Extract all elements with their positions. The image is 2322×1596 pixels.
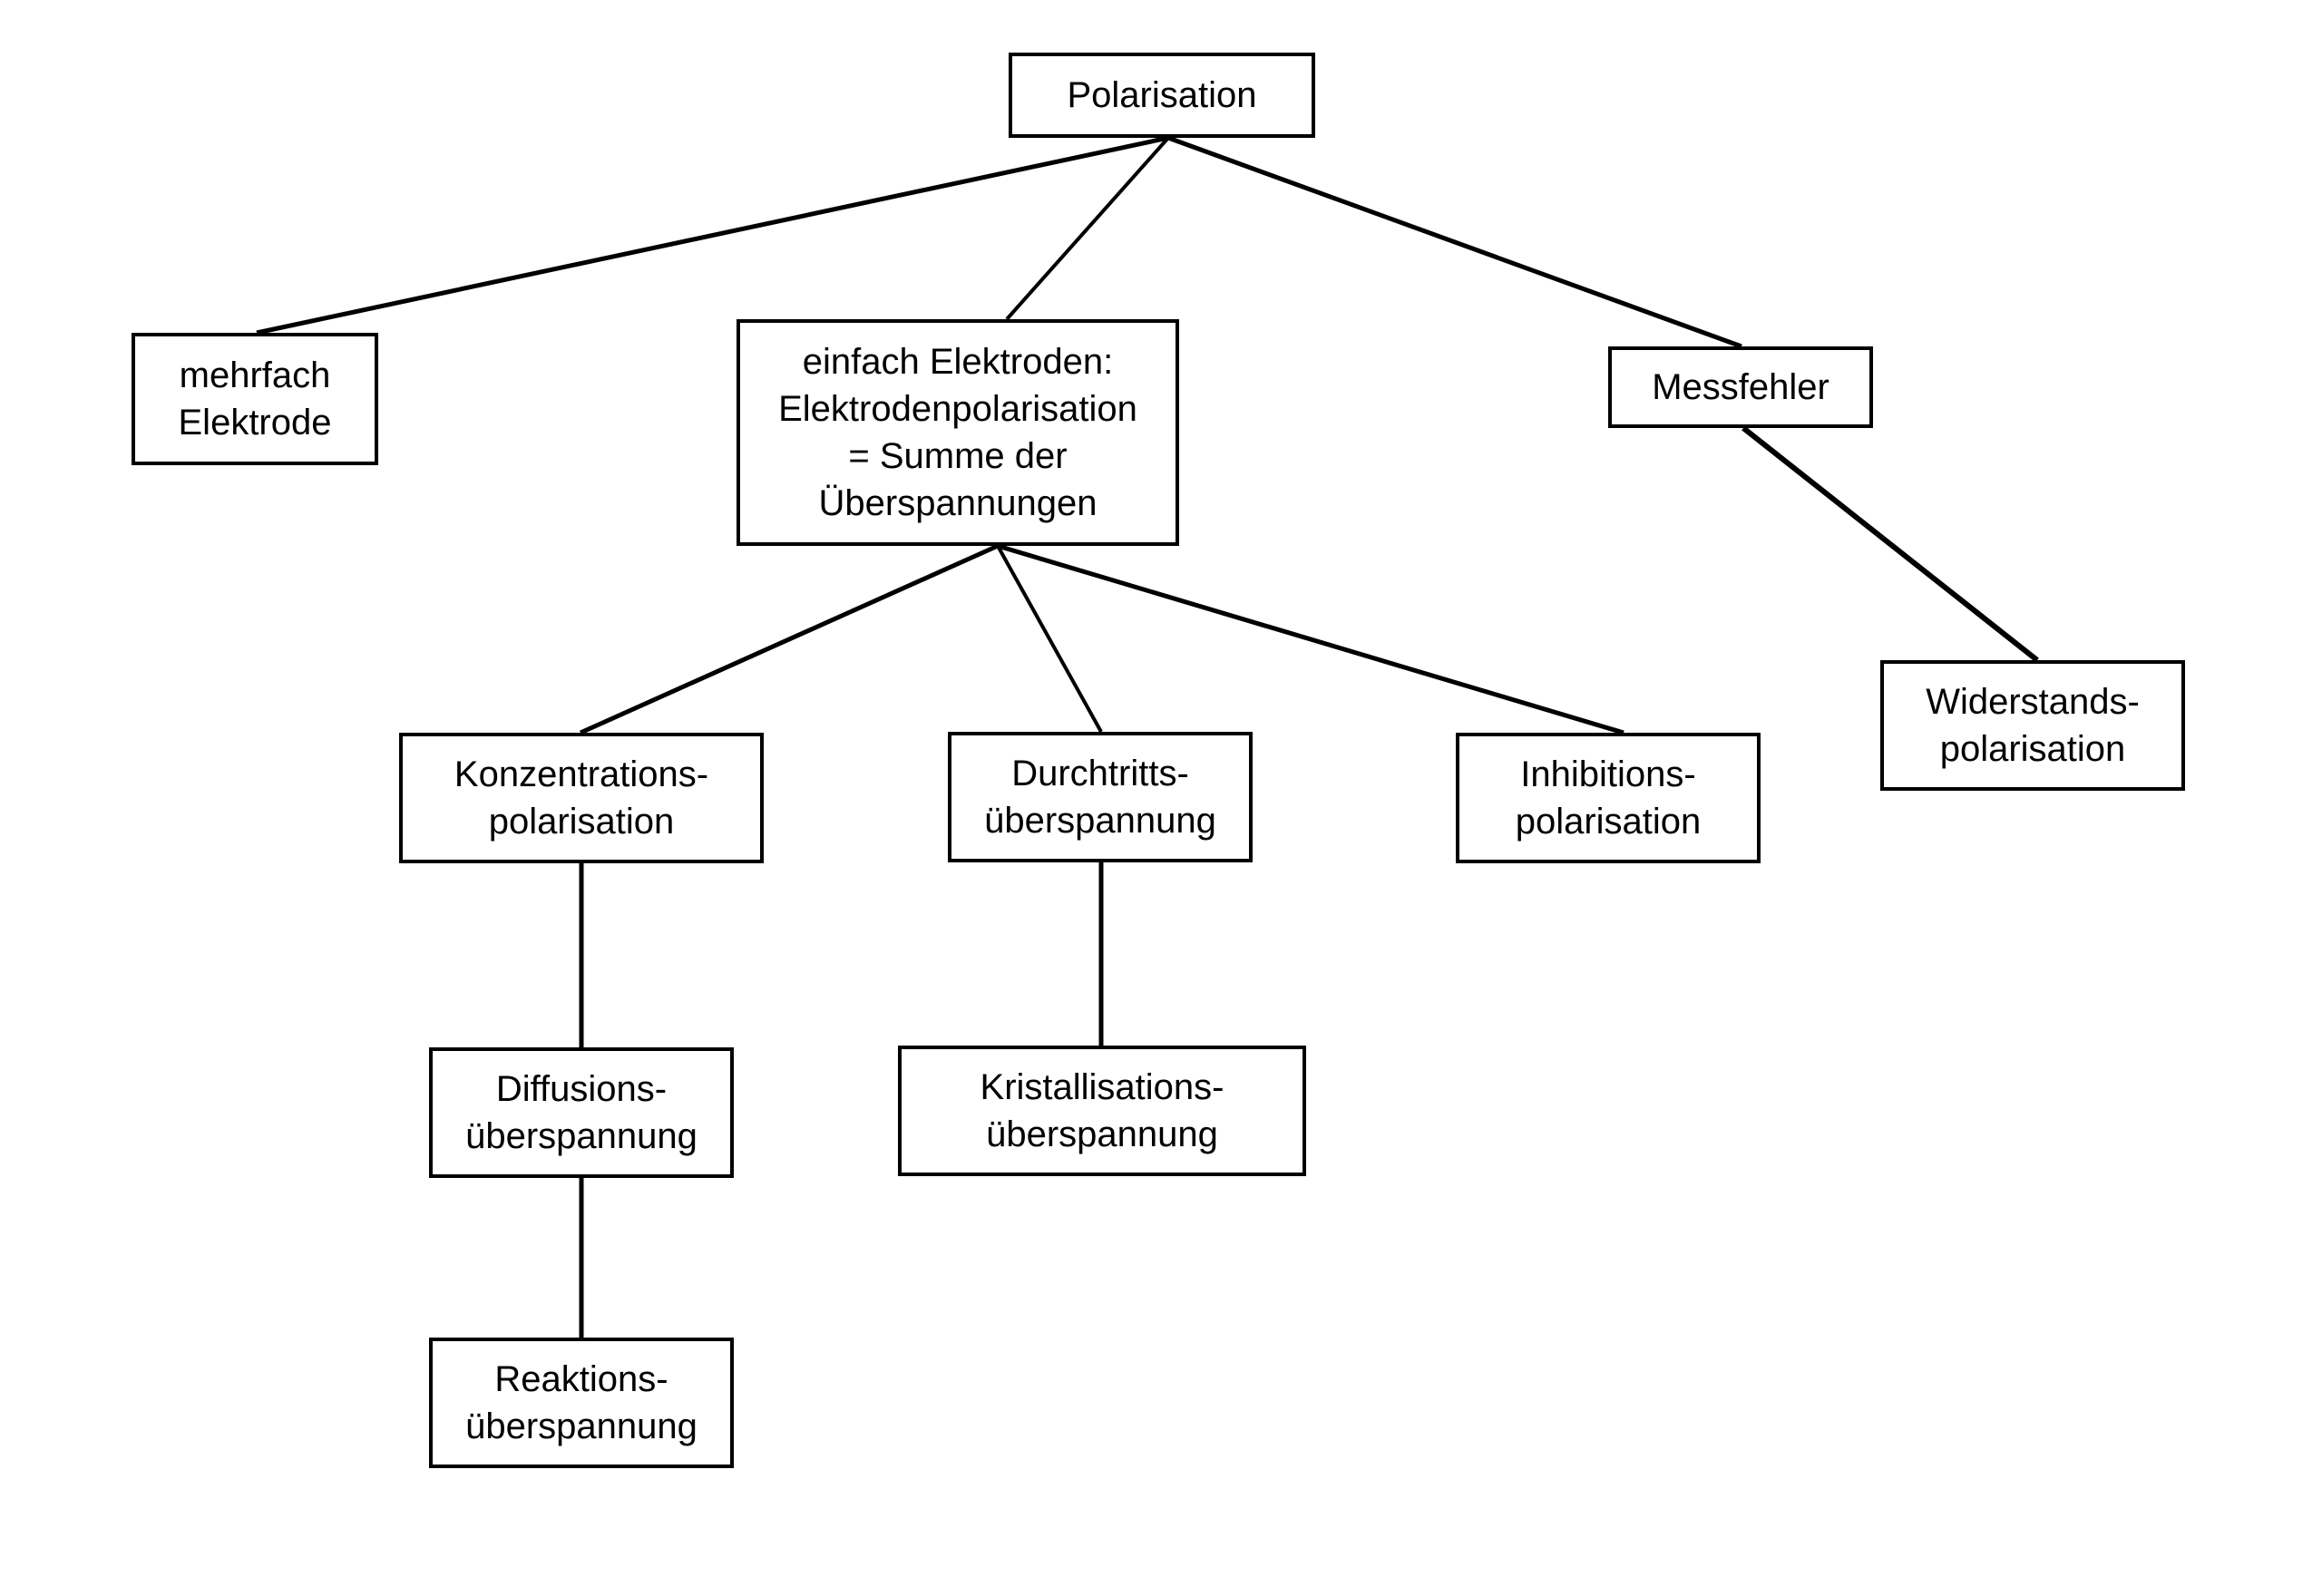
node-label-line: überspannung [465,1406,698,1446]
node-label-line: überspannung [465,1116,698,1156]
edge-messfehler-to-widerstandspolarisation [1742,425,2039,663]
node-einfach-elektroden[interactable]: einfach Elektroden: Elektrodenpolarisatio… [737,319,1179,546]
node-reaktionsueberspannung[interactable]: Reaktions-überspannung [429,1338,734,1468]
node-label-line: überspannung [986,1114,1218,1154]
node-kristallisationsueberspannung[interactable]: Kristallisations-überspannung [898,1046,1306,1176]
node-label-line: Widerstands- [1926,682,2140,722]
node-label-line: Reaktions- [494,1359,668,1399]
edge-polarisation-to-mehrfach-elektrode [256,135,1169,336]
node-label-line: Elektrode [178,403,332,443]
edge-einfach-to-inhibitionspolarisation [997,543,1624,735]
node-label-line: Diffusions- [495,1069,668,1109]
node-inhibitionspolarisation[interactable]: Inhibitions-polarisation [1456,733,1761,863]
node-konzentrationspolarisation[interactable]: Konzentrations-polarisation [399,733,764,863]
node-label-line: mehrfach [179,355,331,395]
node-label-line: polarisation [1515,802,1702,842]
node-label-line: überspannung [984,801,1216,841]
node-diffusionsueberspannung[interactable]: Diffusions-überspannung [429,1047,734,1178]
node-messfehler[interactable]: Messfehler [1608,346,1873,428]
edge-einfach-to-konzentrationspolarisation [579,543,1000,735]
node-label-line: Inhibitions- [1520,754,1696,794]
node-label-line: einfach Elektroden: [802,342,1114,382]
node-label-line: = Summe der [848,436,1068,476]
edge-polarisation-to-messfehler [1167,135,1742,349]
node-label-line: polarisation [1939,729,2126,769]
node-label-line: Durchtritts- [1011,754,1189,793]
node-widerstandspolarisation[interactable]: Widerstands-polarisation [1880,660,2185,791]
node-label-line: Kristallisations- [980,1067,1224,1107]
node-label-line: Elektrodenpolarisation [778,389,1137,429]
node-polarisation[interactable]: Polarisation [1009,53,1315,138]
node-durchtrittsueberspannung[interactable]: Durchtritts-überspannung [948,732,1253,862]
node-label-line: Messfehler [1652,367,1829,407]
edge-polarisation-to-einfach-elektroden [1005,136,1170,321]
node-label-line: Konzentrations- [454,754,709,794]
node-label-line: Polarisation [1067,75,1257,115]
edge-einfach-to-durchtrittsueberspannung [996,545,1103,733]
node-label-line: polarisation [488,802,675,842]
node-label-line: Überspannungen [818,483,1098,523]
